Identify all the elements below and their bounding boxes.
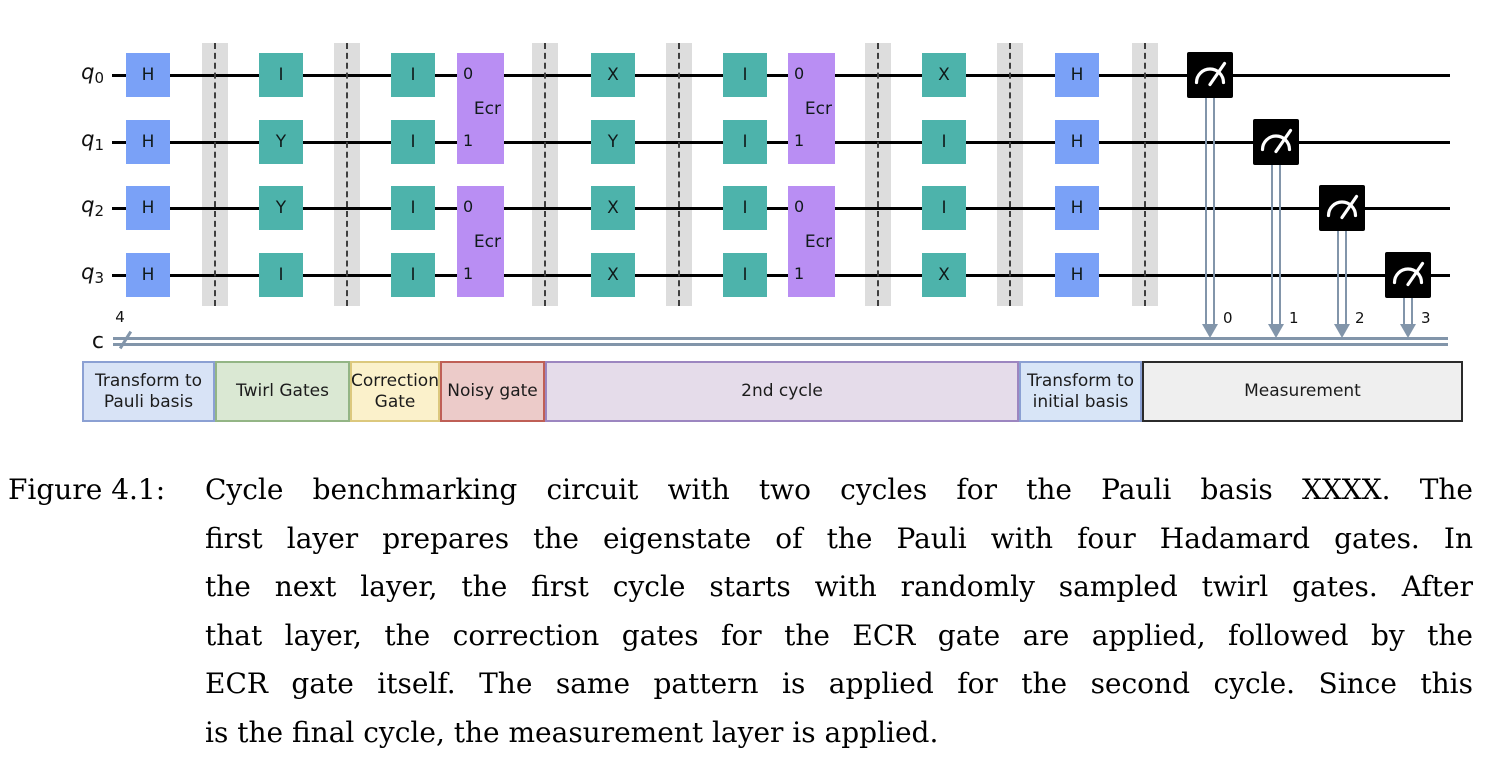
- measure-icon: [1392, 261, 1425, 287]
- classical-bit-index: 2: [1355, 309, 1365, 327]
- qubit-label: q1: [81, 127, 104, 154]
- ecr-gate-label: Ecr: [804, 98, 832, 119]
- barrier-dashed-line: [1144, 43, 1146, 306]
- measure-arrow-head: [1334, 324, 1350, 338]
- gate-y: Y: [259, 120, 303, 164]
- gate-i: I: [391, 53, 435, 97]
- caption-line: Cycle benchmarking circuit with two cycl…: [205, 473, 1473, 506]
- figure-caption-label: Figure 4.1:: [8, 473, 166, 506]
- gate-i: I: [723, 186, 767, 230]
- measure-arrow-head: [1202, 324, 1218, 338]
- ecr-gate: 0 1 Ecr: [788, 53, 835, 164]
- measure-gate: [1187, 52, 1233, 98]
- ecr-pin-label: 0: [794, 64, 805, 83]
- ecr-pin-label: 0: [463, 64, 474, 83]
- measure-arrow: [1403, 297, 1413, 325]
- caption-line: that layer, the correction gates for the…: [205, 618, 1473, 652]
- legend-band-5: 2nd cycle: [545, 361, 1019, 422]
- gate-x: X: [922, 53, 966, 97]
- gate-i: I: [723, 120, 767, 164]
- ecr-pin-label: 1: [794, 131, 805, 150]
- legend-band-6: Transform to initial basis: [1019, 361, 1142, 422]
- measure-gate: [1253, 119, 1299, 165]
- gate-h: H: [126, 253, 170, 297]
- figure-caption-text: Cycle benchmarking circuit with two cycl…: [205, 466, 1473, 757]
- measure-arrow-head: [1268, 324, 1284, 338]
- qubit-label: q0: [81, 60, 104, 87]
- classical-wire: [113, 337, 1448, 346]
- barrier-dashed-line: [346, 43, 348, 306]
- barrier-dashed-line: [877, 43, 879, 306]
- gate-h: H: [1055, 120, 1099, 164]
- gate-i: I: [922, 120, 966, 164]
- qubit-wire: [112, 274, 1450, 277]
- caption-line: the next layer, the first cycle starts w…: [205, 570, 1473, 603]
- qubit-wire: [112, 207, 1450, 210]
- barrier-dashed-line: [214, 43, 216, 306]
- ecr-gate-label: Ecr: [804, 231, 832, 252]
- ecr-pin-label: 1: [463, 264, 474, 283]
- measure-arrow: [1337, 230, 1347, 325]
- gate-h: H: [1055, 253, 1099, 297]
- measure-icon: [1194, 61, 1227, 87]
- gate-i: I: [391, 186, 435, 230]
- gate-x: X: [591, 253, 635, 297]
- legend-band-4: Noisy gate: [440, 361, 545, 422]
- caption-line: is the final cycle, the measurement laye…: [205, 715, 939, 749]
- gate-i: I: [259, 53, 303, 97]
- gate-i: I: [259, 253, 303, 297]
- ecr-gate-label: Ecr: [473, 98, 501, 119]
- barrier-dashed-line: [678, 43, 680, 306]
- classical-register-size: 4: [115, 308, 125, 326]
- gate-x: X: [591, 53, 635, 97]
- measure-arrow: [1271, 164, 1281, 325]
- ecr-pin-label: 1: [463, 131, 474, 150]
- ecr-gate: 0 1 Ecr: [457, 186, 504, 297]
- ecr-gate: 0 1 Ecr: [788, 186, 835, 297]
- gate-x: X: [591, 186, 635, 230]
- gate-i: I: [723, 53, 767, 97]
- ecr-pin-label: 1: [794, 264, 805, 283]
- legend-band-2: Twirl Gates: [215, 361, 350, 422]
- barrier-dashed-line: [1009, 43, 1011, 306]
- gate-i: I: [723, 253, 767, 297]
- measure-arrow: [1205, 97, 1215, 325]
- ecr-pin-label: 0: [463, 197, 474, 216]
- qubit-wire: [112, 141, 1450, 144]
- gate-h: H: [1055, 186, 1099, 230]
- gate-x: X: [922, 253, 966, 297]
- measure-arrow-head: [1400, 324, 1416, 338]
- ecr-pin-label: 0: [794, 197, 805, 216]
- legend-band-3: Correction Gate: [350, 361, 440, 422]
- gate-i: I: [391, 120, 435, 164]
- gate-i: I: [391, 253, 435, 297]
- gate-y: Y: [259, 186, 303, 230]
- barrier-dashed-line: [544, 43, 546, 306]
- classical-bit-index: 1: [1289, 309, 1299, 327]
- qubit-label: q3: [81, 260, 104, 287]
- classical-bit-index: 0: [1223, 309, 1233, 327]
- caption-line: ECR gate itself. The same pattern is app…: [205, 667, 1473, 700]
- legend-band-7: Measurement: [1142, 361, 1463, 422]
- gate-h: H: [126, 120, 170, 164]
- qubit-wire: [112, 74, 1450, 77]
- gate-i: I: [922, 186, 966, 230]
- classical-bit-index: 3: [1421, 309, 1431, 327]
- gate-h: H: [1055, 53, 1099, 97]
- classical-register-label: c: [91, 329, 104, 354]
- measure-icon: [1326, 194, 1359, 220]
- ecr-gate-label: Ecr: [473, 231, 501, 252]
- measure-gate: [1319, 185, 1365, 231]
- gate-h: H: [126, 53, 170, 97]
- gate-h: H: [126, 186, 170, 230]
- measure-icon: [1260, 128, 1293, 154]
- legend-band-1: Transform to Pauli basis: [82, 361, 215, 422]
- ecr-gate: 0 1 Ecr: [457, 53, 504, 164]
- qubit-label: q2: [81, 193, 104, 220]
- gate-y: Y: [591, 120, 635, 164]
- caption-line: first layer prepares the eigenstate of t…: [205, 521, 1473, 555]
- measure-gate: [1385, 252, 1431, 298]
